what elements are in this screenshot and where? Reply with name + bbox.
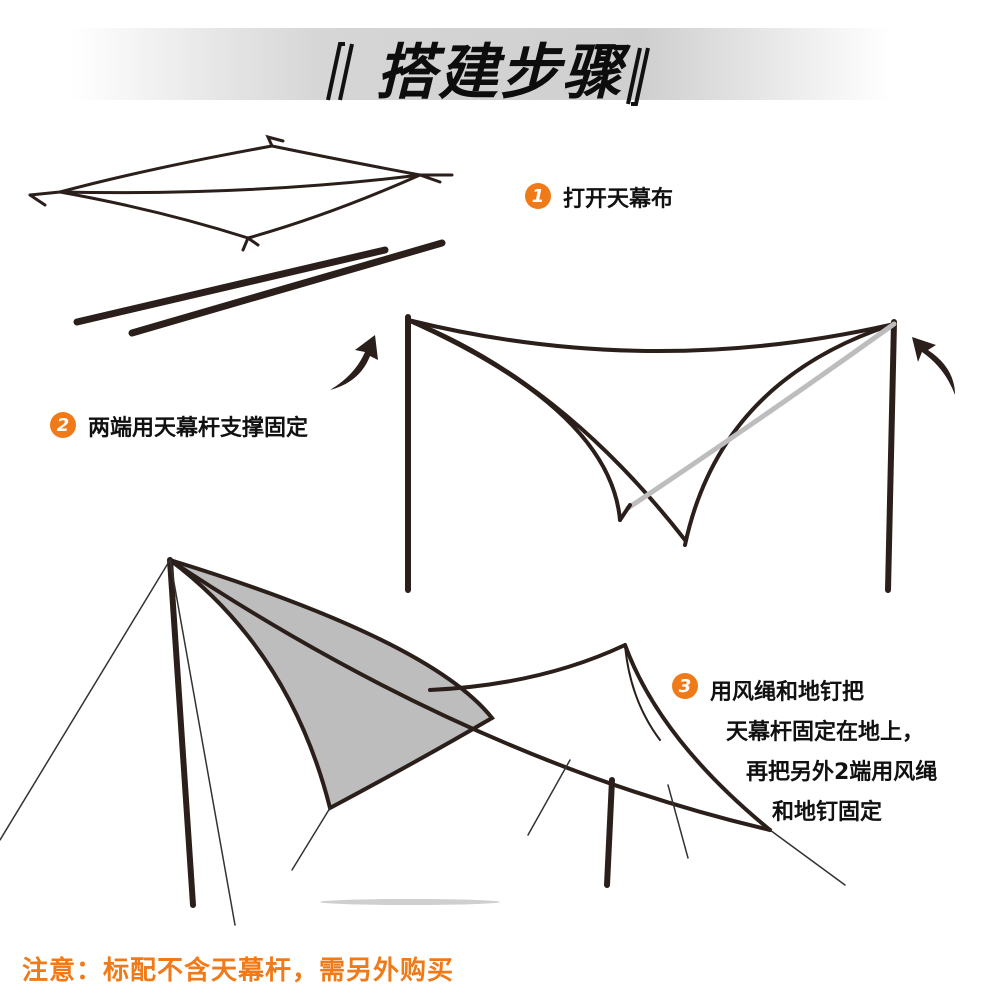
step-2: 2 两端用天幕杆支撑固定: [50, 410, 308, 442]
step-number-badge: 3: [672, 673, 698, 699]
step-3-text: 用风绳和地钉把 天幕杆固定在地上， 再把另外2端用风绳 和地钉固定: [710, 673, 937, 833]
pitched-tarp-icon: [0, 557, 846, 926]
step-3-line: 和地钉固定: [772, 800, 883, 825]
page-title: 搭建步骤: [376, 38, 624, 108]
purchase-note: 注意：标配不含天幕杆，需另外购买: [22, 956, 455, 986]
tarp-on-two-poles-icon: [405, 314, 897, 593]
title-banner: [70, 28, 890, 100]
step-1: 1 打开天幕布: [525, 181, 673, 213]
step-3-line: 用风绳和地钉把: [710, 680, 865, 705]
tarp-pole-icon: [73, 239, 446, 337]
bracket-close-icon: [626, 47, 650, 106]
step-text: 两端用天幕杆支撑固定: [88, 416, 309, 441]
step-number-badge: 2: [50, 412, 76, 438]
step-3-line: 天幕杆固定在地上，: [726, 720, 925, 745]
step-number-badge: 1: [525, 183, 551, 209]
step-3-line: 再把另外2端用风绳: [746, 760, 938, 785]
curved-arrow-icon: [330, 335, 955, 395]
bracket-open-icon: [326, 42, 354, 101]
folded-tarp-icon: [28, 134, 454, 252]
step-3: 3: [672, 671, 710, 699]
step-text: 打开天幕布: [563, 187, 674, 212]
